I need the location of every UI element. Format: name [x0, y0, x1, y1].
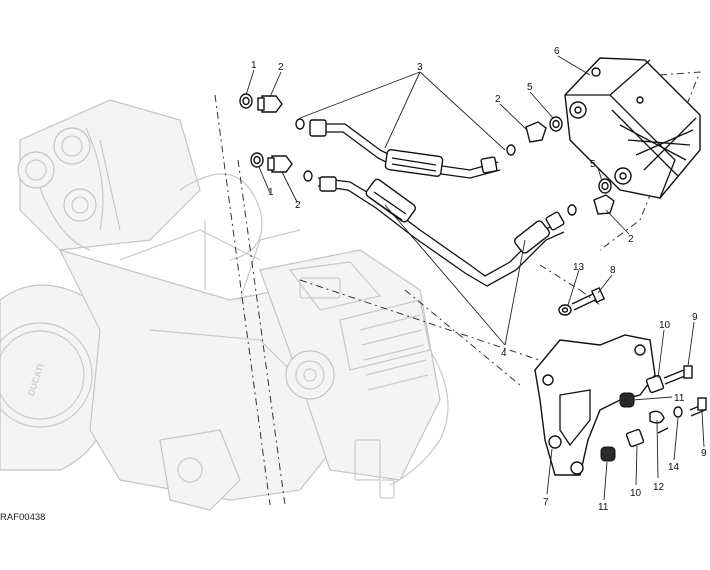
engine-ghost: DUCATI — [0, 99, 449, 511]
fittings[interactable] — [239, 93, 615, 215]
callout-10: 10 — [630, 488, 642, 499]
callout-5: 5 — [590, 159, 596, 170]
callout-9: 9 — [701, 448, 707, 459]
callout-10: 10 — [659, 320, 671, 331]
callout-12: 12 — [653, 482, 665, 493]
oil-cooler[interactable] — [564, 57, 701, 199]
callout-11: 11 — [598, 502, 609, 513]
callout-11: 11 — [674, 393, 685, 404]
callout-3: 3 — [417, 62, 423, 73]
callout-5: 5 — [527, 82, 533, 93]
callout-14: 14 — [668, 462, 680, 473]
callout-8: 8 — [610, 265, 616, 276]
upper-oil-pipe[interactable] — [295, 118, 516, 179]
lower-oil-pipe[interactable] — [303, 170, 577, 287]
bolt-and-washer[interactable] — [558, 286, 606, 316]
callout-2: 2 — [278, 62, 284, 73]
callout-7: 7 — [543, 497, 549, 508]
callout-leaders — [245, 55, 705, 501]
callout-6: 6 — [554, 46, 560, 57]
callout-9: 9 — [692, 312, 698, 323]
callout-2: 2 — [295, 200, 301, 211]
cooler-bracket[interactable] — [534, 334, 707, 476]
callout-1: 1 — [268, 187, 274, 198]
callout-4: 4 — [501, 348, 507, 359]
callout-2: 2 — [628, 234, 634, 245]
callout-numbers: 1 1 2 2 2 2 3 4 5 5 6 7 8 9 9 10 10 11 1… — [251, 46, 707, 513]
callout-2: 2 — [495, 94, 501, 105]
drawing-reference: RAF00438 — [0, 512, 45, 523]
callout-1: 1 — [251, 60, 257, 71]
callout-13: 13 — [573, 262, 585, 273]
